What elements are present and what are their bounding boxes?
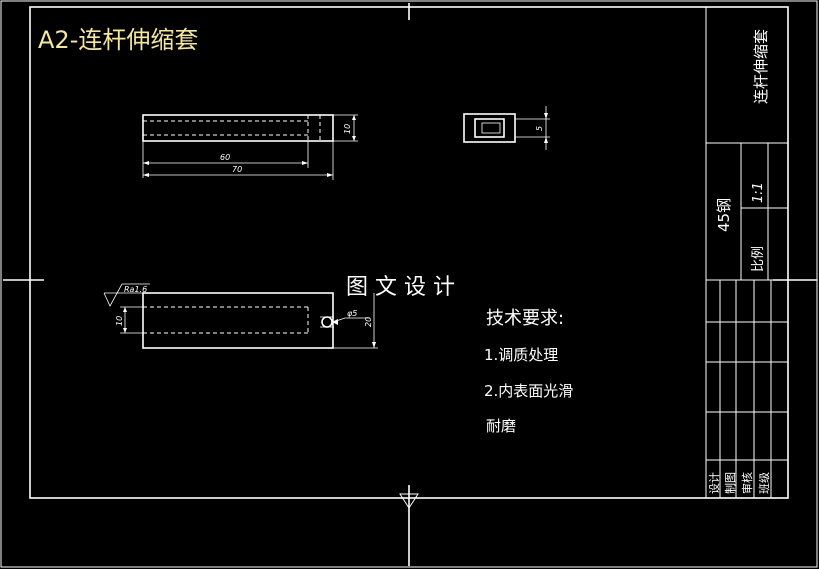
roughness-symbol [103, 283, 150, 307]
title-material: 45钢 [715, 198, 733, 232]
tech-heading: 技术要求: [486, 308, 564, 329]
tech-req-3: 耐磨 [486, 417, 516, 435]
dim-10-front: 10 [115, 316, 124, 326]
pin-hole [321, 316, 333, 328]
dim-60: 60 [220, 153, 230, 162]
end-view: 5 [463, 106, 550, 150]
title-class: 班级 [758, 472, 771, 494]
dim-70: 70 [232, 165, 242, 174]
tech-req-1: 1.调质处理 [484, 346, 558, 364]
dim-20: 20 [364, 317, 373, 327]
drawing-title: A2-连杆伸缩套 [38, 26, 198, 54]
title-part-name: 连杆伸缩套 [752, 29, 770, 104]
inner-border [29, 6, 789, 499]
title-scale-value: 1:1 [751, 182, 766, 203]
title-design: 设计 [708, 472, 721, 494]
dim-5: 5 [535, 126, 544, 131]
title-block: 连杆伸缩套 45钢 1:1 比例 设计 制图 审核 班级 [705, 7, 788, 498]
dim-10-top: 10 [343, 124, 352, 134]
title-scale-label: 比例 [751, 246, 766, 272]
title-draw: 制图 [724, 472, 737, 494]
front-view: Ra1.6 10 φ5 20 [103, 283, 378, 349]
top-view: 10 60 70 [142, 114, 358, 180]
roughness-label: Ra1.6 [124, 285, 147, 294]
watermark-text: 图 文 设 计 [346, 275, 455, 300]
dim-dia-5: φ5 [347, 309, 357, 318]
tech-req-2: 2.内表面光滑 [484, 382, 573, 400]
orientation-triangle [399, 493, 419, 509]
title-review: 审核 [740, 472, 754, 494]
